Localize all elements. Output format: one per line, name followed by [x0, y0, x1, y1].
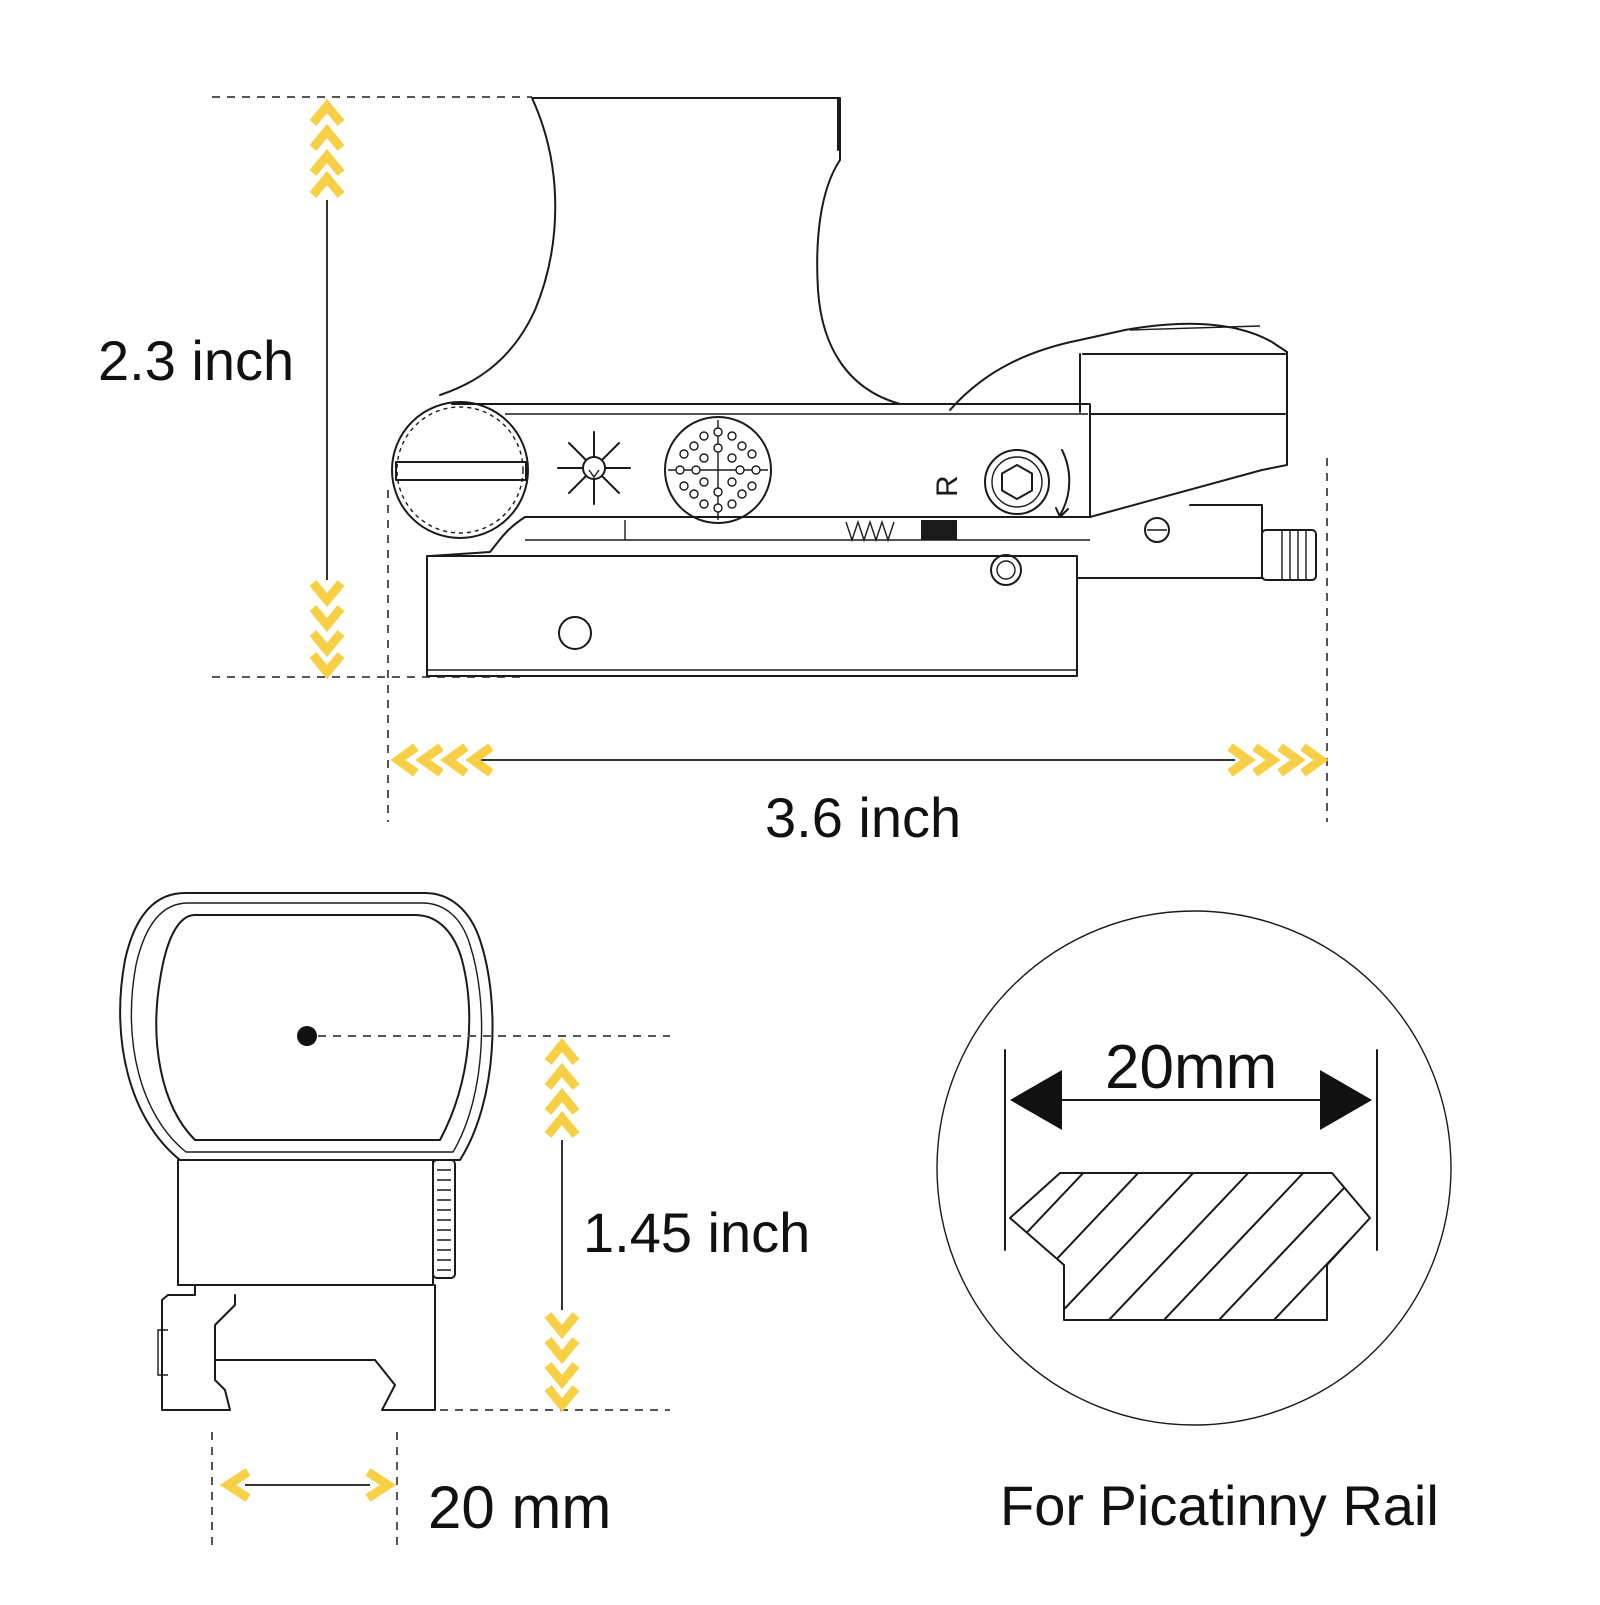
reticle-dial — [664, 416, 772, 524]
clamp-bar — [1076, 504, 1263, 579]
brightness-sun-icon — [557, 431, 631, 505]
base-width-dimension — [219, 1468, 397, 1502]
length-label: 3.6 inch — [765, 786, 962, 849]
front-knob — [432, 1159, 456, 1279]
front-body — [177, 1159, 434, 1286]
length-dimension — [390, 743, 1329, 777]
axis-height-dimension — [544, 1037, 580, 1413]
spring-block — [921, 520, 957, 540]
height-label: 2.3 inch — [98, 329, 295, 392]
left-chevrons — [390, 743, 494, 777]
down-chevrons — [309, 580, 345, 680]
mount-block — [426, 555, 1078, 677]
rail-arrow-left — [1010, 1070, 1062, 1130]
clamp-knob — [1261, 529, 1317, 581]
up-chevrons — [309, 98, 345, 198]
front-rail-clamp — [161, 1284, 436, 1411]
rail-arrow-right — [1320, 1070, 1372, 1130]
sight-hood — [439, 97, 1081, 405]
rail-width-label: 20mm — [1105, 1033, 1278, 1102]
front-window — [155, 914, 471, 1141]
side-view: R — [212, 96, 1329, 822]
mount-hole — [558, 616, 592, 650]
emitter-housing — [949, 322, 1288, 518]
front-view — [119, 892, 670, 1548]
rail-detail-circle — [936, 910, 1452, 1426]
rail-hatching — [1010, 1173, 1370, 1320]
axis-height-label: 1.45 inch — [583, 1201, 811, 1264]
windage-knob — [391, 401, 529, 539]
rail-profile — [936, 910, 1452, 1426]
rail-caption: For Picatinny Rail — [1000, 1474, 1439, 1537]
hex-screw — [984, 449, 1050, 515]
height-dimension — [309, 98, 345, 680]
r-marking: R — [931, 475, 964, 497]
mount-screw — [990, 554, 1022, 586]
sight-body — [429, 403, 1091, 557]
base-width-label: 20 mm — [428, 1474, 612, 1541]
red-dot — [297, 1026, 317, 1046]
right-chevrons — [1227, 743, 1329, 777]
rail-section-outline — [1009, 1172, 1371, 1321]
